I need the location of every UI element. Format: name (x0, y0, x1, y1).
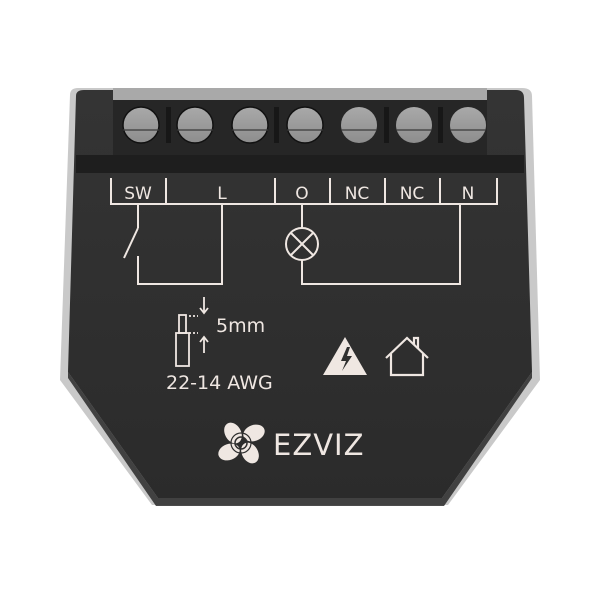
terminal-label-o: O (295, 184, 308, 204)
ezviz-logo-icon (218, 422, 265, 464)
wire-gauge-label: 22-14 AWG (166, 372, 273, 394)
house-icon (385, 336, 429, 377)
wiring-diagram (123, 204, 461, 285)
terminal-label-nc-2: NC (400, 184, 425, 204)
terminal-screw (231, 106, 269, 144)
terminal-screw (396, 107, 432, 143)
terminal-screw (176, 106, 214, 144)
terminal-label-sw: SW (124, 184, 152, 204)
switch-symbol-icon (123, 204, 223, 285)
wire-strip-diagram (175, 297, 209, 367)
lamp-symbol-icon (285, 204, 461, 285)
terminal-label-bar (110, 178, 498, 205)
terminal-screw (286, 106, 324, 144)
terminal-label-nc-1: NC (345, 184, 370, 204)
terminal-screw (450, 107, 486, 143)
terminal-screw (341, 107, 377, 143)
brand-logo-text: EZVIZ (273, 428, 364, 462)
housing-body (68, 90, 532, 506)
terminal-block (76, 88, 524, 173)
terminal-screw (122, 106, 160, 144)
terminal-label-l: L (217, 184, 227, 204)
strip-length-label: 5mm (216, 315, 265, 337)
terminal-label-n: N (462, 184, 475, 204)
high-voltage-warning-icon (323, 337, 367, 375)
